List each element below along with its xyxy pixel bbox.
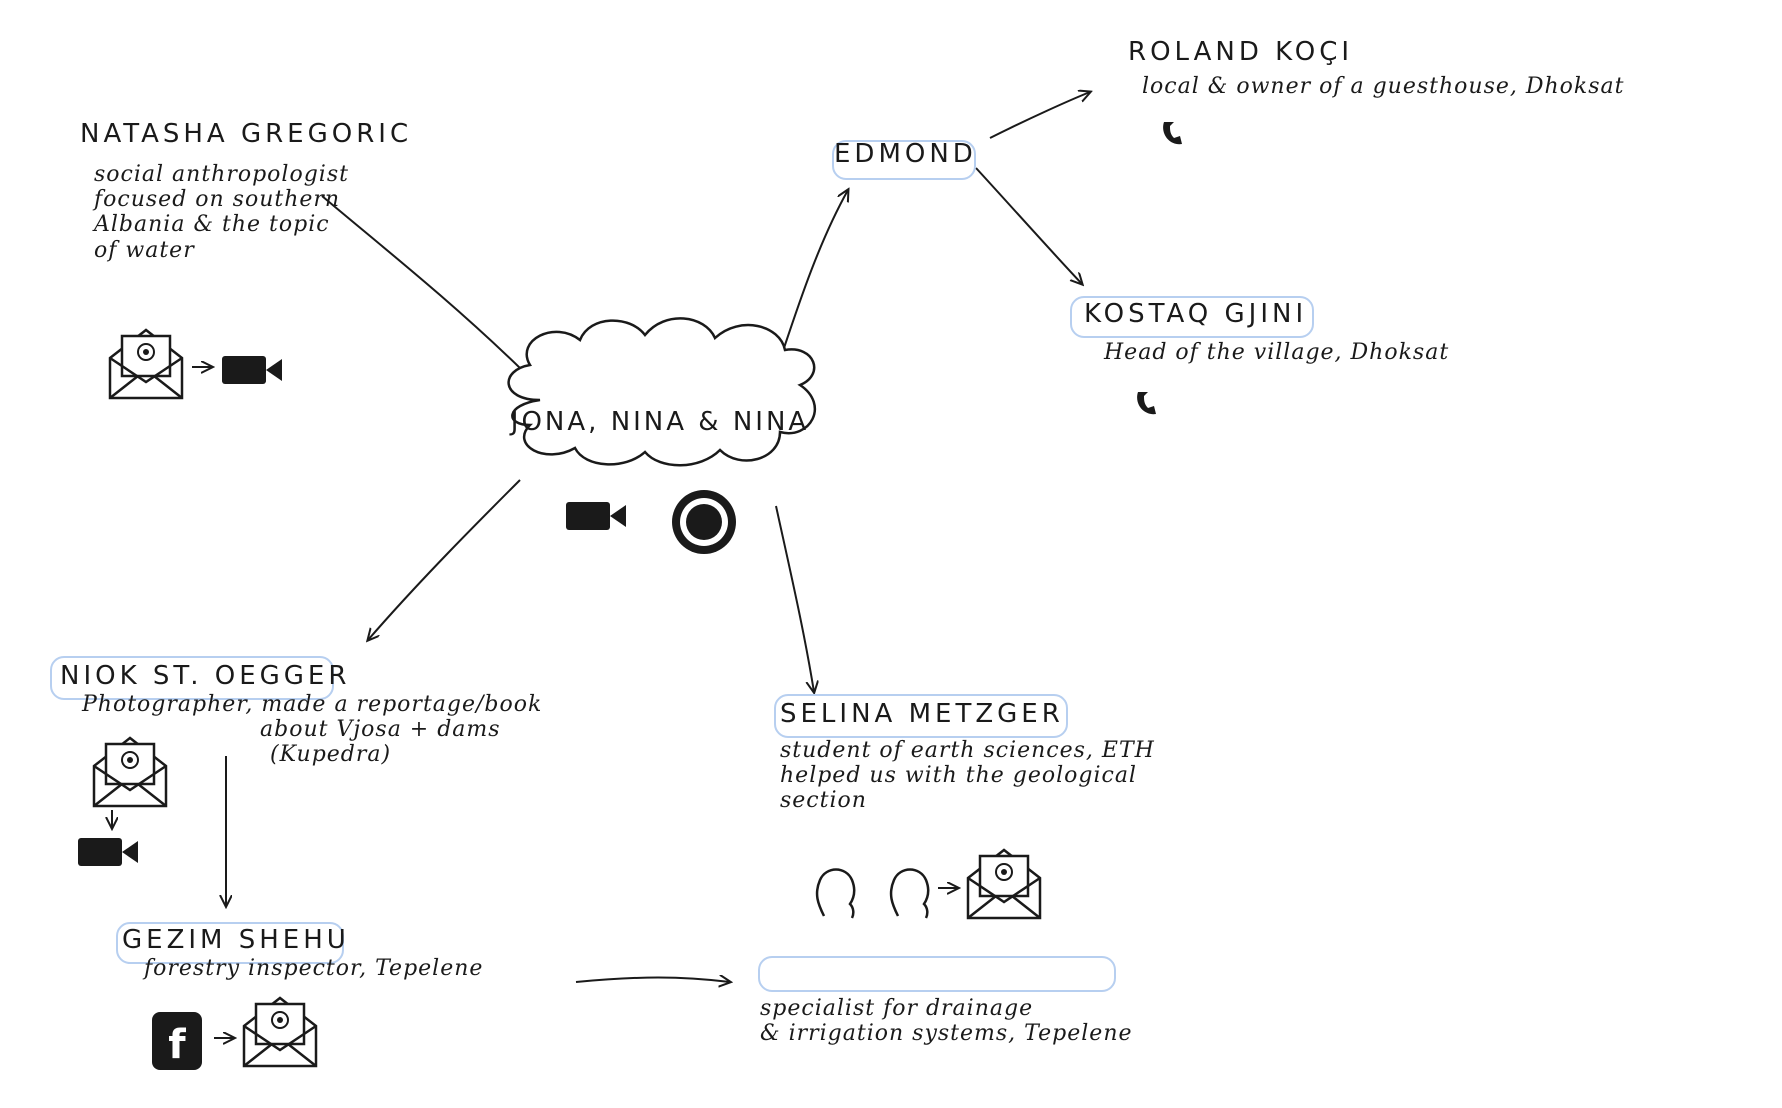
person-silhouette-icon — [889, 868, 930, 920]
node-gezim: GEZIM SHEHU forestry inspector, Tepelene — [122, 925, 484, 981]
whatsapp-icon — [672, 490, 736, 554]
node-kostaq: KOSTAQ GJINI Head of the village, Dhoksa… — [1084, 299, 1450, 365]
node-roland: ROLAND KOÇI local & owner of a guesthous… — [1128, 37, 1625, 99]
person-desc-line: & irrigation systems, Tepelene — [760, 1021, 1133, 1047]
person-name: EDMOND — [834, 139, 977, 169]
envelope-email-icon — [108, 328, 184, 400]
person-desc-line: specialist for drainage — [760, 996, 1034, 1021]
person-desc-line: section — [780, 788, 867, 814]
person-silhouette-icon — [815, 868, 856, 920]
person-name: GEZIM SHEHU — [122, 925, 350, 955]
center-cloud — [507, 317, 817, 467]
node-specialist: specialist for drainage & irrigation sys… — [760, 996, 1133, 1047]
edge-center-selina — [775, 505, 814, 692]
edge-center-niok — [368, 479, 521, 640]
phone-icon — [1137, 392, 1156, 415]
highlight-mark — [50, 656, 334, 700]
video-camera-icon — [222, 356, 282, 384]
highlight-mark — [116, 922, 344, 964]
video-camera-icon — [566, 502, 626, 530]
phone-icon — [1163, 122, 1182, 145]
person-desc-line: focused on southern — [94, 187, 341, 213]
person-desc-line: of water — [94, 237, 195, 263]
person-name: KOSTAQ GJINI — [1084, 299, 1308, 329]
person-name: NIOK ST. OEGGER — [60, 661, 351, 691]
svg-text:f: f — [168, 1022, 186, 1068]
person-desc-line: Photographer, made a reportage/book — [82, 691, 543, 717]
edge-center-natasha — [321, 195, 523, 371]
edge-edmond-kostaq — [975, 167, 1082, 284]
person-desc-line: (Kupedra) — [270, 742, 392, 768]
edge-gezim-specialist — [575, 978, 730, 983]
person-desc-line: student of earth sciences, ETH — [780, 737, 1155, 763]
node-edmond: EDMOND — [834, 139, 977, 170]
highlight-mark — [758, 956, 1116, 992]
facebook-icon: f — [152, 1012, 202, 1070]
highlight-mark — [774, 694, 1068, 738]
edge-center-edmond — [783, 190, 848, 349]
video-camera-icon — [78, 838, 138, 866]
highlight-mark — [832, 140, 976, 180]
person-desc-line: local & owner of a guesthouse, Dhoksat — [1142, 73, 1625, 99]
envelope-email-icon — [242, 996, 318, 1068]
highlight-mark — [1070, 296, 1314, 338]
node-selina: SELINA METZGER student of earth sciences… — [780, 699, 1155, 814]
person-desc-line: social anthropologist — [94, 161, 349, 187]
center-label: JONA, NINA & NINA — [509, 407, 809, 437]
person-desc-line: Albania & the topic — [94, 212, 330, 238]
person-name: NATASHA GREGORIC — [80, 119, 413, 149]
person-name: ROLAND KOÇI — [1128, 37, 1354, 67]
envelope-email-icon — [966, 848, 1042, 920]
edge-edmond-roland — [989, 92, 1090, 139]
person-desc-line: forestry inspector, Tepelene — [144, 955, 484, 981]
connection-lines — [226, 92, 1090, 982]
person-desc-line: Head of the village, Dhoksat — [1104, 339, 1450, 365]
node-natasha: NATASHA GREGORIC social anthropologist f… — [80, 119, 413, 263]
person-desc-line: helped us with the geological — [780, 763, 1137, 789]
node-niok: NIOK ST. OEGGER Photographer, made a rep… — [60, 661, 543, 768]
person-name: SELINA METZGER — [780, 699, 1064, 729]
person-desc-line: about Vjosa + dams — [260, 717, 501, 743]
